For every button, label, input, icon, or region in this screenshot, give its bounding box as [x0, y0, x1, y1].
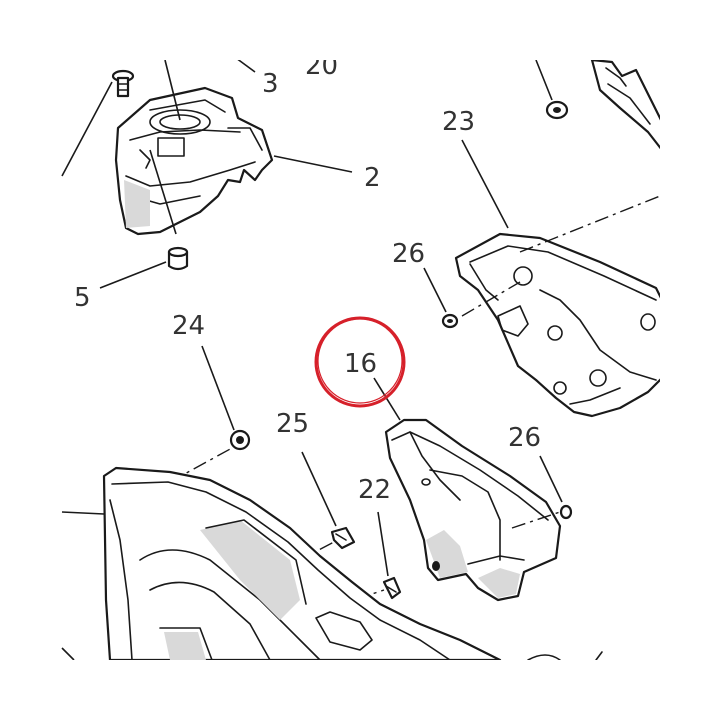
callout-26-lower: 26	[508, 423, 541, 453]
clip-part-22	[382, 576, 402, 600]
leader-bottom-left	[61, 647, 75, 661]
bushing-part-5	[167, 246, 189, 271]
callout-25: 25	[276, 409, 309, 439]
callout-3: 3	[262, 69, 279, 99]
leader-26-upper	[423, 267, 447, 313]
axis-26-upper	[461, 281, 521, 317]
callout-22: 22	[358, 475, 391, 505]
leader-20	[164, 59, 181, 121]
callout-2: 2	[364, 163, 381, 193]
screw-part-3	[111, 69, 135, 98]
axis-26-lower	[511, 511, 561, 529]
leader-3	[235, 57, 256, 73]
leader-5	[99, 261, 167, 289]
leader-nut-top	[535, 59, 553, 101]
axis-23	[519, 195, 661, 253]
part-23-bracket	[454, 232, 664, 418]
leader-2	[273, 155, 353, 173]
callout-26-upper: 26	[392, 239, 425, 269]
callout-24: 24	[172, 311, 205, 341]
highlight-circle-inner	[317, 318, 403, 404]
leader-25	[301, 451, 337, 527]
leader-26-lower	[539, 455, 563, 503]
leader-22	[377, 511, 389, 577]
callout-23: 23	[442, 107, 475, 137]
nut-top	[545, 100, 569, 120]
part-2-housing	[114, 86, 274, 236]
leader-23	[461, 139, 509, 229]
part-top-right	[590, 58, 664, 152]
leader-cover	[61, 511, 105, 515]
part-16-bracket	[384, 418, 562, 602]
clip-part-25	[330, 526, 356, 550]
leader-16	[373, 377, 401, 421]
callout-16: 16	[344, 349, 377, 379]
leader-24	[201, 345, 235, 431]
highlight-circle	[314, 316, 406, 408]
nut-part-26-upper	[441, 313, 459, 329]
leader-screw	[61, 81, 113, 177]
bottom-right-edge	[527, 651, 603, 661]
callout-5: 5	[74, 283, 91, 313]
nut-part-26-lower	[559, 504, 573, 520]
leader-shaft	[149, 149, 177, 235]
nut-part-24	[229, 429, 251, 451]
